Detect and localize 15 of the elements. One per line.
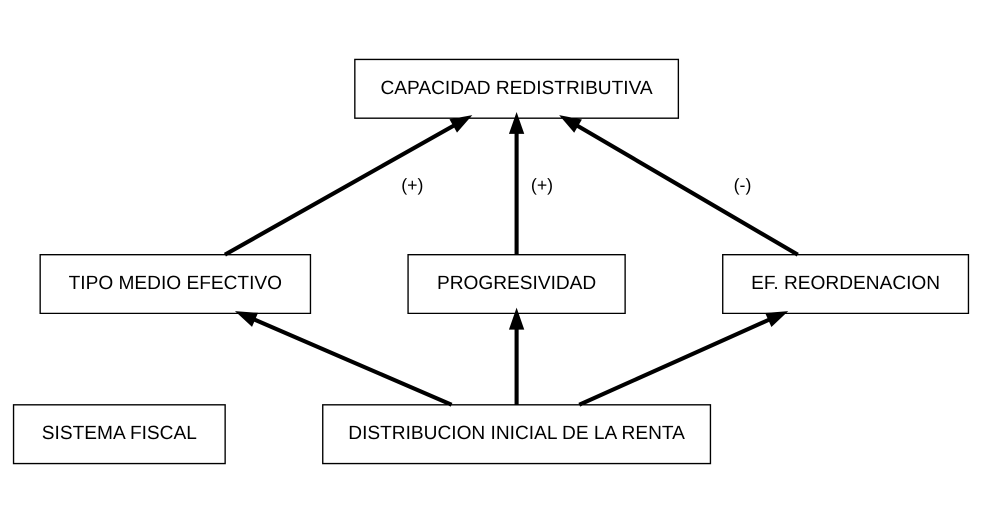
arrow <box>578 311 788 407</box>
node-box: PROGRESIVIDAD <box>407 254 626 314</box>
edge-label: (+) <box>530 175 554 196</box>
edge-label: (-) <box>734 175 752 196</box>
node-box: TIPO MEDIO EFECTIVO <box>39 254 312 314</box>
arrow <box>559 115 799 256</box>
arrow <box>508 112 524 255</box>
arrow <box>224 115 472 256</box>
node-box: DISTRIBUCION INICIAL DE LA RENTA <box>322 404 712 464</box>
node-box: SISTEMA FISCAL <box>12 404 226 464</box>
node-box: EF. REORDENACION <box>722 254 970 314</box>
node-box: CAPACIDAD REDISTRIBUTIVA <box>354 58 680 119</box>
arrow <box>234 311 452 407</box>
edge-label: (+) <box>401 175 424 196</box>
arrow <box>508 308 524 405</box>
